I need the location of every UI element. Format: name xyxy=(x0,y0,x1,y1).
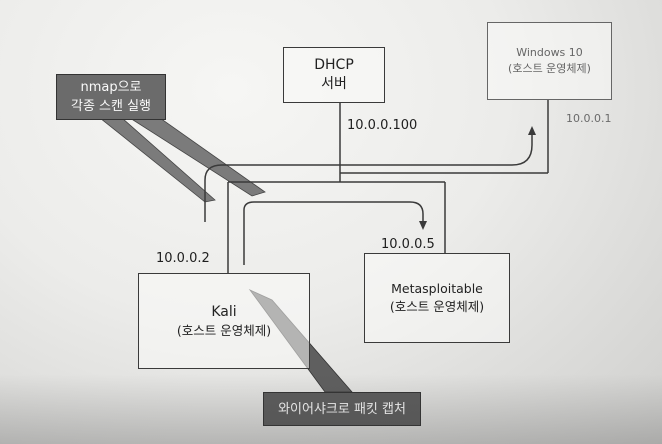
windows-node-subtitle: (호스트 운영체제) xyxy=(508,62,591,75)
metasploitable-node-subtitle: (호스트 운영체제) xyxy=(389,299,485,314)
windows-node-title: Windows 10 xyxy=(516,46,583,59)
kali-to-metasploitable-arrow xyxy=(243,201,427,265)
metasploitable-node: Metasploitable (호스트 운영체제) xyxy=(364,253,510,343)
nmap-scan-callout: nmap으로 각종 스캔 실행 xyxy=(56,74,166,120)
dhcp-node-title: DHCP xyxy=(314,57,354,73)
windows-host-node: Windows 10 (호스트 운영체제) xyxy=(487,22,612,100)
wireshark-callout-label: 와이어샤크로 패킷 캡처 xyxy=(278,401,406,417)
kali-ip-label: 10.0.0.2 xyxy=(156,251,210,266)
kali-node-title: Kali xyxy=(211,303,237,320)
kali-node: Kali (호스트 운영체제) xyxy=(138,273,310,369)
nmap-callout-line1: nmap으로 xyxy=(80,80,142,95)
kali-node-subtitle: (호스트 운영체제) xyxy=(176,322,272,338)
wireshark-capture-callout: 와이어샤크로 패킷 캡처 xyxy=(263,392,421,426)
metasploitable-ip-label: 10.0.0.5 xyxy=(381,237,435,252)
nmap-callout-line2: 각종 스캔 실행 xyxy=(70,99,152,114)
windows-ip-label: 10.0.0.1 xyxy=(566,112,612,125)
metasploitable-node-title: Metasploitable xyxy=(391,281,483,296)
kali-to-windows-arrow xyxy=(204,126,536,222)
dhcp-server-node: DHCP 서버 xyxy=(283,47,385,103)
dhcp-ip-label: 10.0.0.100 xyxy=(347,118,418,133)
dhcp-node-subtitle: 서버 xyxy=(321,76,347,92)
